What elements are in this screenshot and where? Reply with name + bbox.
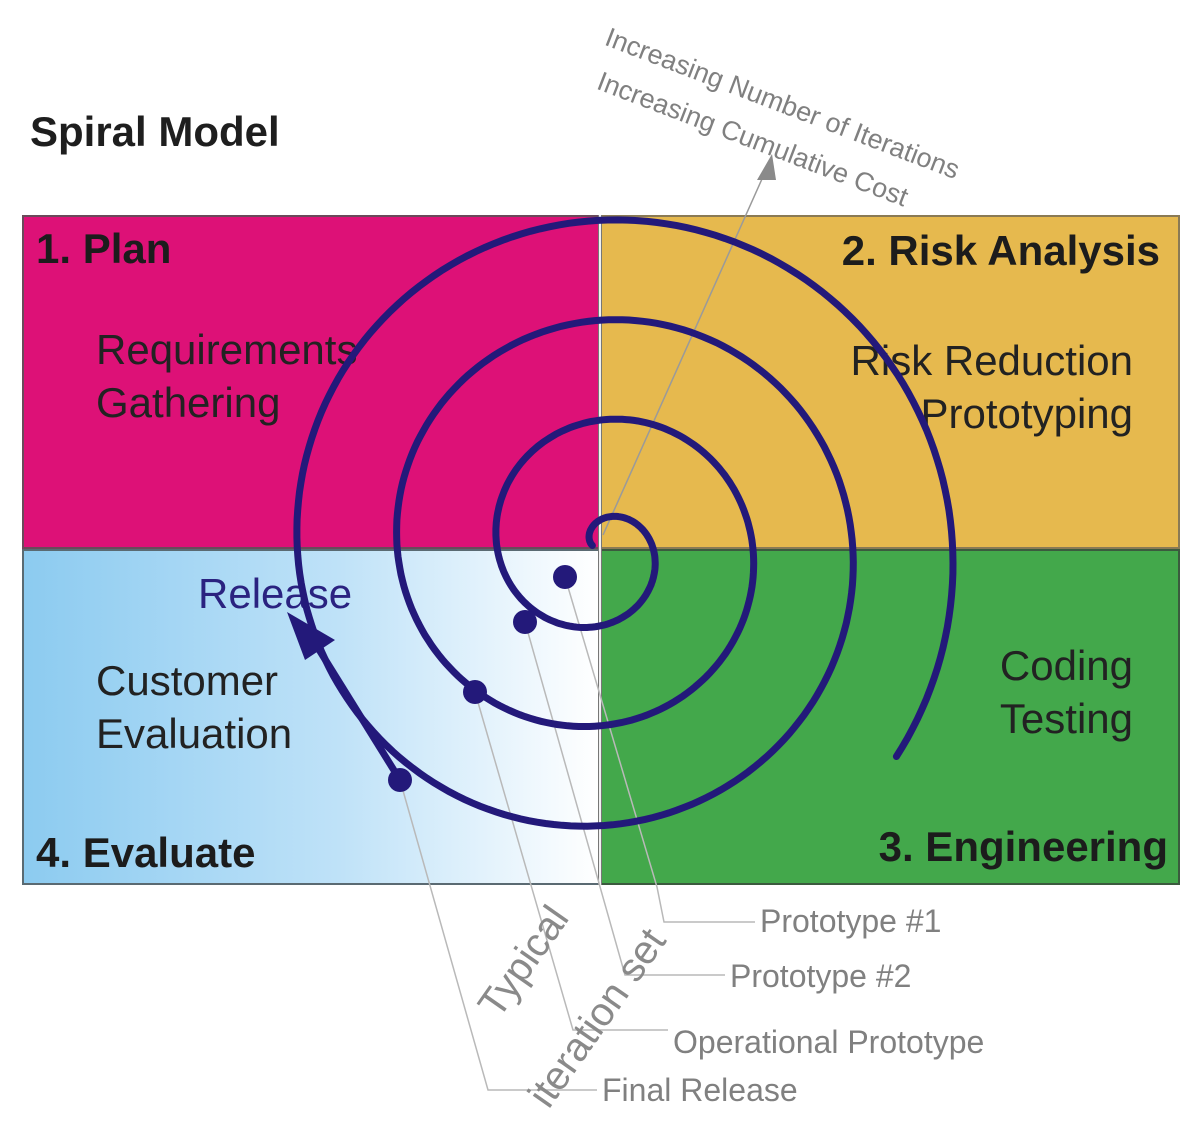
quadrant-divider (598, 215, 602, 885)
leader-prototype-2 (524, 621, 725, 976)
milestone-dot-operational-prototype (463, 680, 487, 704)
quadrant-engineering-text-2: Testing (999, 695, 1133, 742)
quadrant-evaluate-text-1: Customer (96, 657, 279, 704)
release-arrow (315, 646, 403, 782)
milestone-dot-final-release (388, 768, 412, 792)
quadrant-engineering-heading: 3. Engineering (878, 823, 1168, 870)
milestone-label-operational-prototype: Operational Prototype (673, 1024, 985, 1060)
milestone-label-final-release: Final Release (602, 1072, 798, 1108)
release-label: Release (198, 570, 353, 617)
leader-operational-prototype (474, 691, 668, 1031)
milestone-dot-prototype-1 (553, 565, 577, 589)
quadrant-risk-text-2: Prototyping (920, 390, 1133, 437)
release-arrowhead-icon (287, 612, 335, 660)
quadrant-engineering-text-1: Coding (999, 642, 1133, 689)
quadrant-evaluate-text-2: Evaluation (96, 710, 293, 757)
quadrant-evaluate: 4. Evaluate Customer Evaluation (22, 549, 600, 885)
quadrant-plan-heading: 1. Plan (36, 225, 172, 272)
axis-arrow-line (602, 169, 767, 536)
quadrant-engineering: 3. Engineering Coding Testing (600, 549, 1180, 885)
diagram-title: Spiral Model (30, 108, 280, 155)
quadrant-risk-heading: 2. Risk Analysis (841, 227, 1160, 274)
spiral-path (293, 216, 957, 830)
leader-final-release (399, 779, 597, 1091)
leader-prototype-1 (564, 576, 755, 923)
quadrant-evaluate-heading: 4. Evaluate (36, 829, 256, 876)
milestone-dot-prototype-2 (513, 610, 537, 634)
milestone-label-prototype-2: Prototype #2 (730, 958, 912, 994)
quadrant-plan: 1. Plan Requirements Gathering (22, 215, 600, 549)
axis-arrowhead-icon (757, 154, 776, 180)
quadrant-plan-text-1: Requirements (96, 326, 358, 373)
milestone-label-prototype-1: Prototype #1 (760, 903, 942, 939)
quadrant-plan-text-2: Gathering (96, 379, 281, 426)
